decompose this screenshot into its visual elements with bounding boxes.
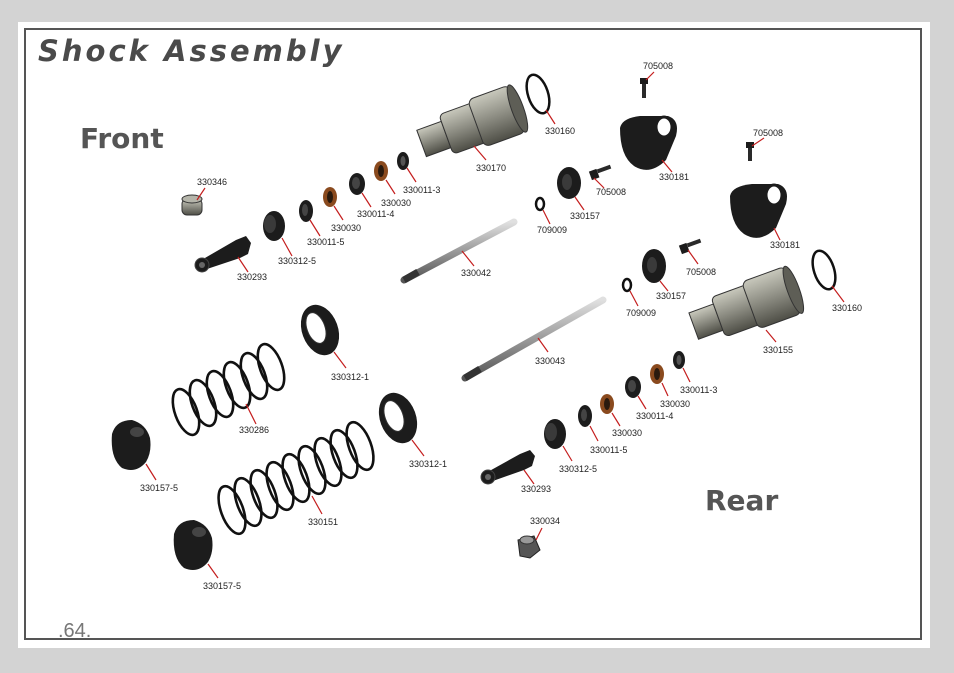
part-330346-ball-stud	[181, 187, 206, 216]
label-330011-4-rear: 330011-4	[636, 411, 673, 421]
label-709009-a: 709009	[537, 225, 567, 235]
part-330157-5-spring-cup-b	[173, 520, 219, 579]
part-709009-washer-a	[534, 196, 551, 225]
label-330346: 330346	[197, 177, 227, 187]
label-330170: 330170	[476, 163, 506, 173]
label-330030-rear-a: 330030	[660, 399, 690, 409]
label-330011-5-front: 330011-5	[307, 237, 344, 247]
part-330312-1-spring-collar-a	[300, 304, 347, 369]
label-330293-rear: 330293	[521, 484, 551, 494]
part-705008-screw-a	[640, 71, 655, 98]
label-330286: 330286	[239, 425, 269, 435]
label-705008-a: 705008	[643, 61, 673, 71]
part-330011-4-front-cartridge	[349, 173, 372, 208]
part-330011-4-rear-cartridge	[625, 376, 647, 410]
part-330181-shock-cap-a	[620, 115, 677, 173]
part-330011-5-rear-piston	[578, 405, 599, 442]
part-330030-rear-oring-a	[650, 364, 669, 397]
label-709009-b: 709009	[626, 308, 656, 318]
part-330011-5-front-piston	[299, 200, 321, 237]
part-330155-rear-shock-body	[688, 265, 805, 343]
part-330157-b	[642, 249, 669, 292]
part-705008-screw-c	[746, 137, 765, 161]
part-330312-1-spring-collar-b	[378, 392, 425, 457]
part-330030-rear-oring-b	[600, 394, 621, 427]
label-330011-4-front: 330011-4	[357, 209, 394, 219]
part-330160-front-oring	[525, 73, 556, 125]
label-330043: 330043	[535, 356, 565, 366]
part-705008-screw-b	[588, 164, 612, 189]
part-705008-screw-d	[678, 238, 702, 265]
part-330286-front-spring	[171, 342, 286, 437]
part-330030-front-oring-b	[374, 161, 396, 195]
label-705008-c: 705008	[753, 128, 783, 138]
page-frame	[24, 28, 922, 640]
label-330157-5-a: 330157-5	[140, 483, 178, 493]
part-330170-front-shock-body	[416, 84, 529, 161]
part-330293-front-shock-end	[194, 236, 251, 273]
label-330312-5-rear: 330312-5	[559, 464, 597, 474]
label-330030-front-b: 330030	[381, 198, 411, 208]
label-330034: 330034	[530, 516, 560, 526]
part-330293-rear-shock-end	[480, 450, 535, 485]
page-title: Shock Assembly	[38, 34, 345, 68]
label-330312-1-a: 330312-1	[331, 372, 369, 382]
label-330293-front: 330293	[237, 272, 267, 282]
label-705008-d: 705008	[686, 267, 716, 277]
label-330181-a: 330181	[659, 172, 689, 182]
label-330157-b: 330157	[656, 291, 686, 301]
leader-330286	[245, 403, 257, 425]
part-330011-3-rear-cap	[673, 351, 691, 383]
part-330151-rear-spring	[217, 420, 375, 536]
label-330011-3-rear: 330011-3	[680, 385, 717, 395]
page-number: .64.	[58, 620, 92, 642]
label-330011-5-rear: 330011-5	[590, 445, 627, 455]
part-330160-rear-oring	[811, 249, 845, 303]
label-330030-rear-b: 330030	[612, 428, 642, 438]
label-330157-a: 330157	[570, 211, 600, 221]
label-330181-b: 330181	[770, 240, 800, 250]
label-330160-rear: 330160	[832, 303, 862, 313]
part-330034-ball-nut	[517, 527, 543, 559]
label-330011-3-front: 330011-3	[403, 185, 440, 195]
leader-330151	[311, 495, 323, 515]
label-330312-5-front: 330312-5	[278, 256, 316, 266]
part-330030-front-oring-a	[323, 187, 344, 221]
part-330312-5-front-bushing	[263, 211, 293, 257]
part-330181-shock-cap-b	[730, 183, 787, 241]
part-330043-rear-shock-shaft	[461, 296, 607, 382]
rear-section-label: Rear	[705, 484, 779, 517]
part-330157-a	[557, 167, 585, 211]
label-330157-5-b: 330157-5	[203, 581, 241, 591]
part-330157-5-spring-cup-a	[111, 420, 157, 481]
front-section-label: Front	[80, 122, 164, 155]
label-330030-front-a: 330030	[331, 223, 361, 233]
part-330011-3-front-cap	[397, 152, 417, 183]
part-330312-5-rear-bushing	[544, 419, 573, 462]
label-330312-1-b: 330312-1	[409, 459, 447, 469]
label-330155: 330155	[763, 345, 793, 355]
label-705008-b: 705008	[596, 187, 626, 197]
label-330042: 330042	[461, 268, 491, 278]
label-330160-front: 330160	[545, 126, 575, 136]
part-330042-front-shock-shaft	[400, 218, 518, 284]
part-709009-washer-b	[621, 277, 639, 307]
label-330151: 330151	[308, 517, 338, 527]
